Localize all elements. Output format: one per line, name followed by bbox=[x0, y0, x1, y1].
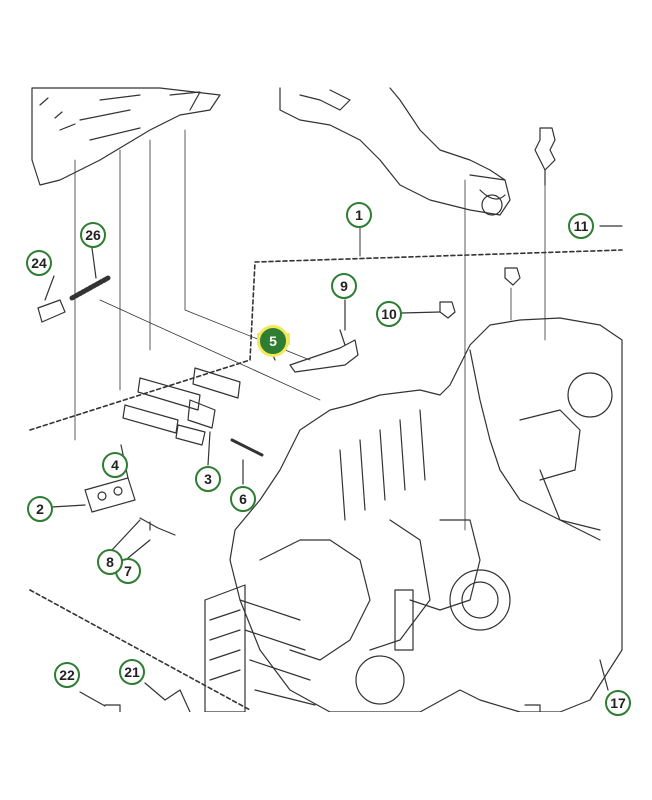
clip-part bbox=[37, 299, 66, 323]
callout-10[interactable]: 10 bbox=[376, 301, 402, 327]
side-block bbox=[204, 584, 246, 713]
callout-1[interactable]: 1 bbox=[346, 202, 372, 228]
pin-parts bbox=[122, 367, 241, 446]
callout-22[interactable]: 22 bbox=[54, 662, 80, 688]
callout-8[interactable]: 8 bbox=[97, 549, 123, 575]
assembly-outline-lower bbox=[29, 589, 251, 711]
callout-4[interactable]: 4 bbox=[102, 452, 128, 478]
top-handle-part bbox=[279, 87, 511, 216]
callout-2[interactable]: 2 bbox=[27, 496, 53, 522]
screw-small-part bbox=[139, 517, 176, 536]
spring-part bbox=[69, 275, 111, 301]
top-housing-part bbox=[31, 87, 221, 186]
callout-5[interactable]: 5 bbox=[260, 328, 286, 354]
callout-11[interactable]: 11 bbox=[568, 213, 594, 239]
small-pin-part bbox=[230, 438, 264, 457]
bolt-parts bbox=[439, 267, 521, 319]
callout-6[interactable]: 6 bbox=[230, 486, 256, 512]
screw-part bbox=[289, 329, 359, 373]
callout-21[interactable]: 21 bbox=[119, 659, 145, 685]
assembly-outline bbox=[29, 249, 623, 431]
callout-26[interactable]: 26 bbox=[80, 222, 106, 248]
connector-part bbox=[534, 127, 556, 186]
callout-17[interactable]: 17 bbox=[605, 690, 631, 716]
callout-3[interactable]: 3 bbox=[195, 466, 221, 492]
bottom-part-21 bbox=[164, 689, 191, 713]
bottom-part-right bbox=[524, 704, 541, 713]
callout-9[interactable]: 9 bbox=[331, 273, 357, 299]
bottom-part-22 bbox=[104, 704, 121, 713]
callout-24[interactable]: 24 bbox=[26, 250, 52, 276]
bracket-part bbox=[84, 477, 136, 513]
crankcase-body bbox=[229, 317, 623, 713]
